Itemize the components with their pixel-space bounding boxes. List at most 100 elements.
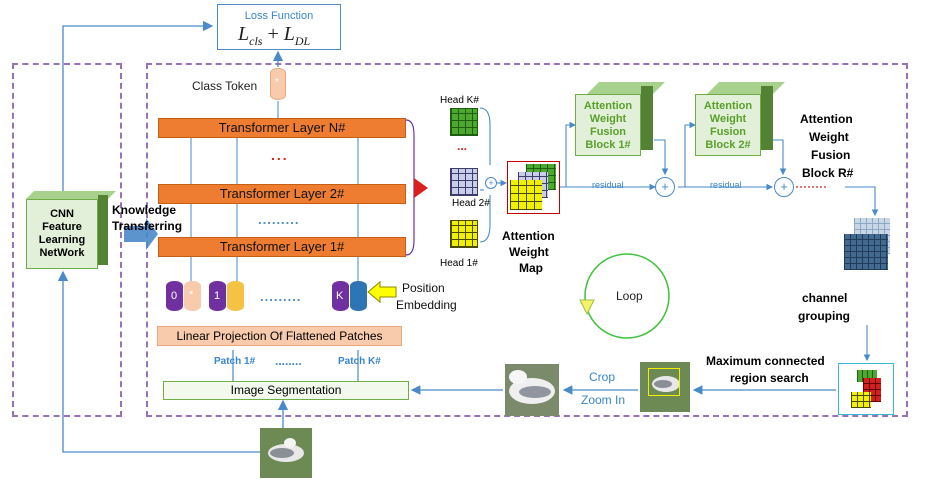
zoomed-bird-image bbox=[505, 364, 559, 416]
token-k-embed bbox=[350, 281, 367, 311]
bird-wing bbox=[270, 448, 294, 458]
fb2-l4: Block 2# bbox=[705, 139, 751, 151]
zoom-bird-head bbox=[509, 370, 527, 384]
fb1-l3: Fusion bbox=[589, 126, 627, 138]
fb2-l1: Attention bbox=[703, 100, 753, 112]
head-k-grid bbox=[450, 108, 478, 136]
fb2-l3: Fusion bbox=[709, 126, 747, 138]
attention-weight-map bbox=[507, 161, 560, 214]
loop-label: Loop bbox=[616, 289, 643, 303]
loss-formula-term1: L bbox=[238, 23, 250, 45]
image-segmentation-box: Image Segmentation bbox=[163, 381, 409, 400]
layer-ellipsis-blue: ......... bbox=[258, 212, 300, 227]
max-region-label-1: Maximum connected bbox=[706, 354, 825, 368]
crop-region bbox=[648, 368, 680, 396]
token-0: 0 bbox=[166, 281, 183, 311]
token-k-label: K bbox=[336, 290, 344, 302]
cnn-line-2: Feature bbox=[42, 221, 82, 233]
residual-label-2: residual bbox=[710, 180, 742, 190]
fbr-l1: Attention bbox=[800, 112, 853, 126]
fbr-l3: Fusion bbox=[811, 148, 851, 162]
awm-label-1: Attention bbox=[502, 229, 555, 243]
loss-function-box: Loss Function Lcls + LDL bbox=[217, 4, 341, 50]
transformer-layer-n: Transformer Layer N# bbox=[158, 118, 406, 138]
fb1-l4: Block 1# bbox=[585, 139, 631, 151]
channel-stack-front bbox=[844, 234, 888, 270]
zoom-in-label: Zoom In bbox=[581, 393, 626, 407]
transformer-layer-1: Transformer Layer 1# bbox=[158, 237, 406, 257]
mr-yellow bbox=[851, 392, 871, 408]
fb1-l2: Weight bbox=[589, 113, 627, 125]
class-token-label: Class Token bbox=[192, 79, 258, 93]
cnn-box-side bbox=[98, 195, 108, 265]
linear-projection-label: Linear Projection Of Flattened Patches bbox=[176, 329, 383, 343]
patch-last-label: Patch K# bbox=[338, 356, 381, 367]
fusion-block-1: Attention Weight Fusion Block 1# bbox=[575, 94, 641, 156]
linear-projection-box: Linear Projection Of Flattened Patches bbox=[157, 326, 402, 346]
cnn-line-4: NetWork bbox=[39, 247, 85, 259]
patch-ellipsis: ........ bbox=[275, 354, 302, 368]
head-1-label: Head 1# bbox=[440, 258, 478, 269]
transformer-layer-2: Transformer Layer 2# bbox=[158, 184, 406, 204]
plus-node-2: + bbox=[774, 177, 794, 197]
zoom-bird-wing bbox=[519, 386, 551, 398]
embedding-label: Embedding bbox=[396, 298, 457, 312]
fbr-l4: Block R# bbox=[802, 166, 854, 180]
cropped-source-image bbox=[640, 362, 690, 412]
knowledge-label: Knowledge bbox=[112, 203, 177, 217]
awm-label-2: Weight bbox=[509, 245, 549, 259]
token-1: 1 bbox=[209, 281, 226, 311]
fusion-block-1-side bbox=[641, 86, 653, 150]
fb2-l2: Weight bbox=[709, 113, 747, 125]
bird-head bbox=[284, 438, 296, 448]
grouping-label: grouping bbox=[798, 309, 850, 323]
head-k-label: Head K# bbox=[440, 95, 479, 106]
token-class: * bbox=[184, 281, 201, 311]
transferring-label: Transferring bbox=[112, 219, 183, 233]
token-0-label: 0 bbox=[171, 290, 178, 302]
loss-formula-sub2: DL bbox=[294, 34, 311, 48]
head-2-grid bbox=[450, 168, 478, 196]
image-segmentation-label: Image Segmentation bbox=[230, 383, 342, 397]
loss-function-title: Loss Function bbox=[244, 10, 314, 22]
cnn-line-3: Learning bbox=[38, 234, 86, 246]
token-class-label: * bbox=[189, 289, 194, 301]
awm-label-3: Map bbox=[519, 261, 543, 275]
input-bird-image bbox=[260, 428, 312, 478]
loss-formula-term2: L bbox=[283, 23, 295, 45]
fusion-block-2: Attention Weight Fusion Block 2# bbox=[695, 94, 761, 156]
channel-label: channel bbox=[802, 291, 848, 305]
plus-node-heads: + bbox=[485, 177, 497, 189]
head-ellipsis: ... bbox=[457, 139, 468, 153]
max-region-box bbox=[838, 363, 894, 415]
patch-first-label: Patch 1# bbox=[214, 356, 256, 367]
class-token-cylinder: * bbox=[270, 68, 286, 100]
layer-ellipsis-red: ... bbox=[271, 147, 289, 163]
position-label: Position bbox=[402, 281, 445, 295]
class-token-star: * bbox=[275, 77, 279, 88]
cnn-dashed-frame bbox=[12, 63, 122, 417]
crop-label: Crop bbox=[589, 370, 616, 384]
loss-formula: Lcls + LDL bbox=[238, 24, 310, 47]
loss-formula-plus: + bbox=[267, 23, 279, 45]
head-1-grid bbox=[450, 220, 478, 248]
fusion-block-2-top bbox=[707, 82, 785, 94]
fbr-l2: Weight bbox=[809, 130, 849, 144]
fb1-l1: Attention bbox=[583, 100, 633, 112]
max-region-label-2: region search bbox=[730, 371, 809, 385]
token-k: K bbox=[332, 281, 349, 311]
head-2-label: Head 2# bbox=[452, 198, 490, 209]
loss-formula-sub1: cls bbox=[249, 34, 263, 48]
crop-bird-wing bbox=[654, 380, 672, 388]
fusion-block-1-top bbox=[587, 82, 665, 94]
token-ellipsis: ......... bbox=[260, 289, 302, 304]
cnn-line-1: CNN bbox=[50, 208, 74, 220]
residual-label-1: residual bbox=[592, 180, 624, 190]
position-embedding-arrow bbox=[367, 280, 397, 304]
token-1-embed bbox=[227, 281, 244, 311]
token-1-label: 1 bbox=[214, 290, 221, 302]
cnn-box: CNN Feature Learning NetWork bbox=[26, 199, 98, 269]
awm-yellow bbox=[510, 180, 542, 210]
plus-node-1: + bbox=[655, 177, 675, 197]
